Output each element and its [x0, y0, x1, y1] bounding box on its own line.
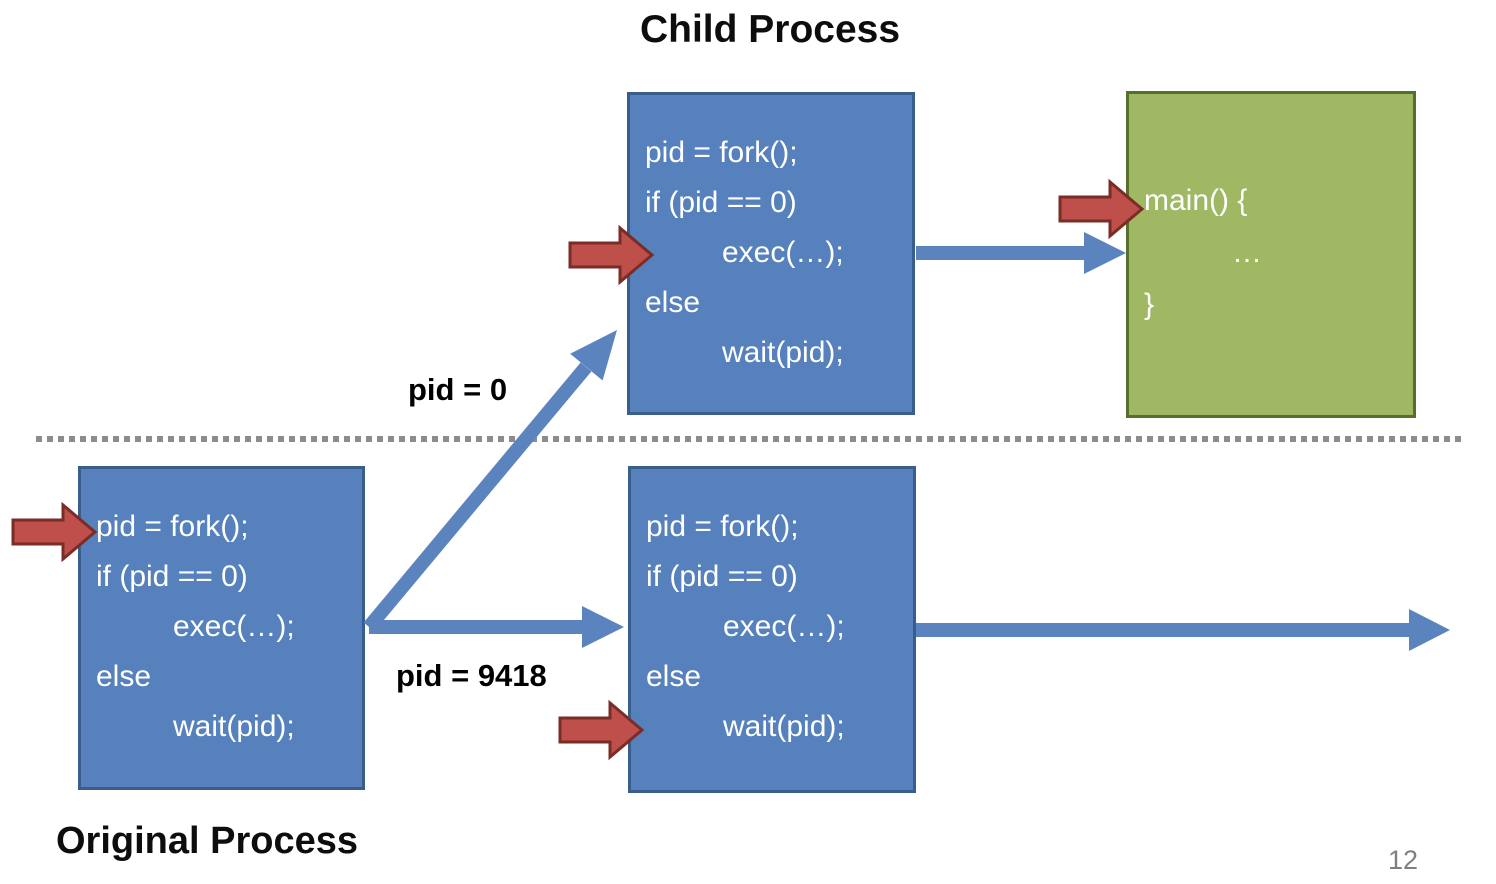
exec-main-program-box: main() { …} — [1126, 91, 1416, 418]
code-line: wait(pid); — [722, 336, 844, 369]
code-line: if (pid == 0) — [96, 560, 248, 593]
code-line: if (pid == 0) — [646, 560, 798, 593]
code-line: exec(…); — [173, 610, 295, 643]
fork-to-parent-arrow — [369, 606, 624, 648]
code-line: pid = fork(); — [96, 510, 249, 543]
code-line: pid = fork(); — [646, 510, 799, 543]
pid-zero-label: pid = 0 — [408, 372, 508, 407]
code-line: wait(pid); — [723, 710, 845, 743]
code-line: else — [646, 660, 702, 693]
code-line: main() { — [1144, 184, 1248, 217]
code-line: else — [96, 660, 152, 693]
code-line: … — [1232, 236, 1262, 269]
code-line: pid = fork(); — [645, 136, 798, 169]
page-number: 12 — [1388, 845, 1419, 875]
code-line: exec(…); — [723, 610, 845, 643]
code-line: else — [645, 286, 701, 319]
code-line: exec(…); — [722, 236, 844, 269]
code-line: } — [1144, 288, 1155, 321]
pid-value-label: pid = 9418 — [396, 658, 547, 693]
original-process-title: Original Process — [56, 820, 359, 862]
process-divider-dotted-line — [36, 436, 1464, 442]
code-line: if (pid == 0) — [645, 186, 797, 219]
exec-to-main-arrow — [916, 232, 1126, 274]
child-process-title: Child Process — [639, 8, 901, 51]
parent-continues-arrow — [916, 609, 1450, 651]
code-line: wait(pid); — [173, 710, 295, 743]
